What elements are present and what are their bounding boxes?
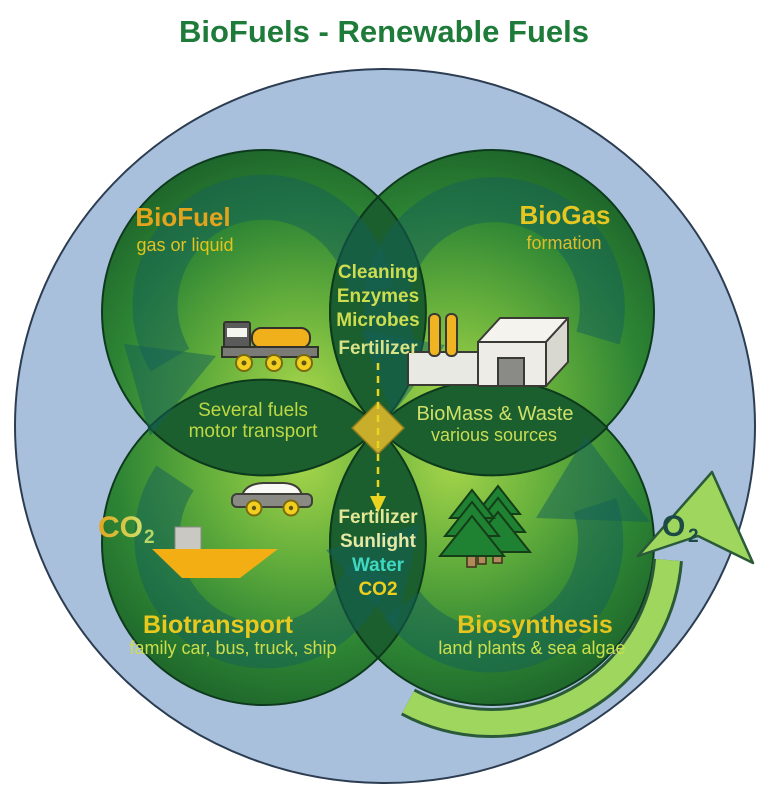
biogas-heading: BioGas (519, 200, 610, 230)
biotransport-heading: Biotransport (143, 611, 294, 639)
biofuel-heading: BioFuel (135, 202, 230, 232)
o2-gas-label: O 2 (662, 510, 699, 547)
center-input-cleaning: Cleaning (338, 262, 418, 283)
biosynthesis-heading: Biosynthesis (457, 611, 613, 639)
biotransport-subheading: family car, bus, truck, ship (129, 638, 336, 658)
biogas-plant-icon (407, 313, 569, 387)
right-overlap-lens (375, 378, 609, 477)
biotransport-cycle-arrow (134, 465, 420, 669)
dashed-down-arrow-icon (370, 363, 386, 513)
center-input-co2: CO2 (358, 579, 397, 600)
co2-gas-sub: 2 (144, 527, 155, 548)
o2-gas-main: O (662, 510, 685, 543)
biogas-subheading: formation (526, 233, 601, 253)
center-input-sunlight: Sunlight (340, 531, 417, 552)
center-input-water: Water (352, 555, 405, 576)
co2-gas-main: CO (98, 511, 143, 544)
car-icon (231, 482, 313, 517)
biofuel-cycle-arrow (124, 174, 393, 436)
biofuel-caption-2: motor transport (189, 421, 319, 442)
page-title: BioFuels - Renewable Fuels (179, 14, 589, 49)
center-input-microbes: Microbes (336, 310, 419, 331)
o2-up-arrow-icon (400, 470, 755, 738)
biofuel-subheading: gas or liquid (136, 235, 233, 255)
ship-icon (152, 526, 278, 578)
center-input-enzymes: Enzymes (337, 286, 419, 307)
center-input-fertilizer-bottom: Fertilizer (338, 507, 418, 528)
co2-gas-label: CO 2 (98, 511, 155, 548)
biogas-caption-2: various sources (431, 425, 557, 445)
o2-gas-sub: 2 (688, 526, 699, 547)
center-input-fertilizer-top: Fertilizer (338, 338, 418, 359)
biofuel-caption-1: Several fuels (198, 400, 308, 421)
pine-trees-icon (437, 484, 533, 568)
biogas-caption-1: BioMass & Waste (416, 403, 573, 425)
biosynthesis-cycle-arrow (383, 436, 650, 673)
biosynthesis-subheading: land plants & sea algae (438, 638, 625, 658)
tanker-truck-icon (221, 321, 319, 372)
